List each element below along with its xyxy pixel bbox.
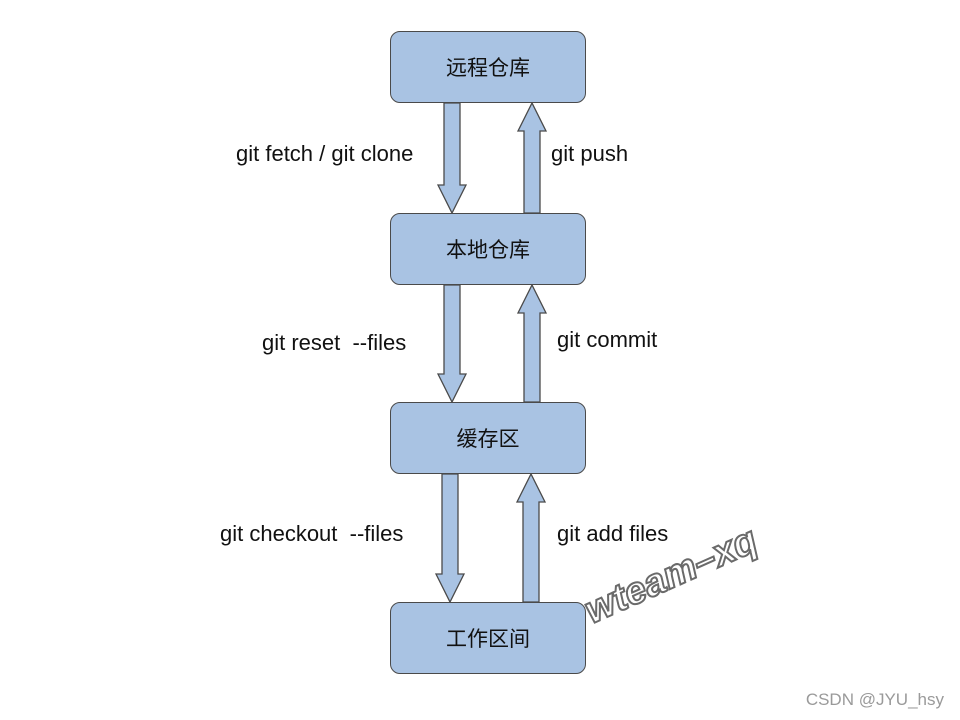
node-local-repo-label: 本地仓库 [446, 238, 530, 262]
edge-label-push: git push [551, 141, 629, 166]
edge-label-checkout: git checkout --files [220, 521, 404, 546]
edge-label-add: git add files [557, 521, 669, 546]
edge-label-reset: git reset --files [262, 330, 407, 355]
arrow-add [515, 472, 547, 603]
node-local-repo: 本地仓库 [390, 213, 586, 285]
node-working-dir-label: 工作区间 [446, 627, 530, 651]
node-remote-repo-label: 远程仓库 [446, 56, 530, 80]
node-working-dir: 工作区间 [390, 602, 586, 674]
arrow-reset [436, 284, 468, 404]
node-remote-repo: 远程仓库 [390, 31, 586, 103]
arrow-fetch [436, 102, 468, 215]
edge-label-fetch-clone: git fetch / git clone [236, 141, 414, 166]
node-staging-area: 缓存区 [390, 402, 586, 474]
arrow-push [516, 101, 548, 214]
arrow-checkout [434, 473, 466, 604]
edge-label-commit: git commit [557, 327, 658, 352]
credit-text: CSDN @JYU_hsy [805, 690, 944, 709]
node-staging-area-label: 缓存区 [456, 427, 520, 451]
arrow-commit [516, 283, 548, 403]
